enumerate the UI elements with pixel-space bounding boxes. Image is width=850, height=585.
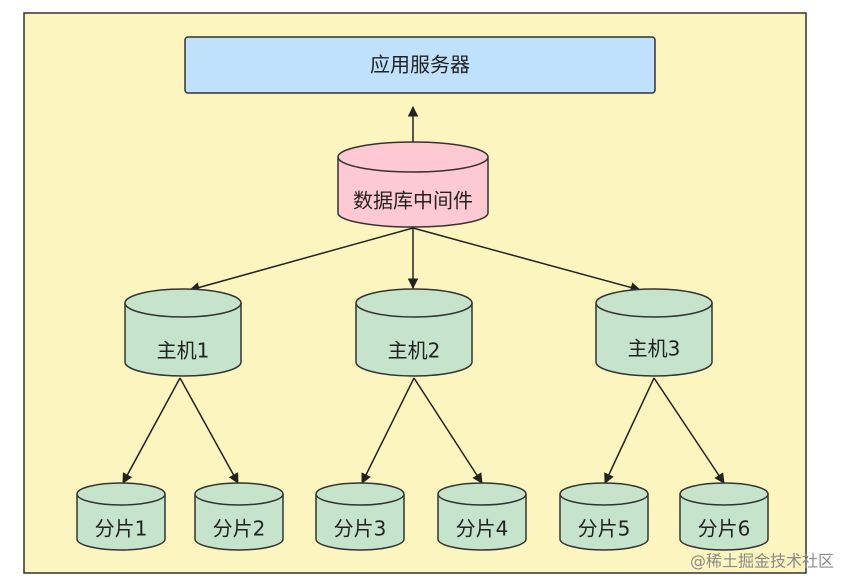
shard-label: 分片5 (578, 517, 631, 541)
connector-host3-shard6 (653, 377, 725, 484)
host-node-3: 主机3 (595, 288, 713, 377)
watermark-text: @稀土掘金技术社区 (690, 552, 834, 571)
shard-node-4: 分片4 (437, 482, 527, 551)
shard-node-5: 分片5 (559, 482, 649, 551)
host-node-1: 主机1 (124, 288, 242, 377)
connector-middleware-host3 (412, 227, 642, 293)
host-label: 主机1 (157, 339, 210, 363)
host-label: 主机2 (388, 339, 441, 363)
connector-middleware-host1 (188, 227, 414, 293)
connector-host2-shard3 (361, 377, 415, 484)
shard-label: 分片6 (698, 517, 751, 541)
shard-label: 分片4 (456, 517, 509, 541)
connector-host2-shard4 (413, 377, 483, 484)
middleware-label: 数据库中间件 (353, 189, 473, 213)
host-label: 主机3 (628, 337, 681, 361)
connector-host1-shard1 (122, 377, 181, 484)
middleware-node: 数据库中间件 (337, 141, 489, 228)
shard-node-6: 分片6 (679, 482, 769, 551)
shard-label: 分片2 (213, 517, 266, 541)
host-node-2: 主机2 (355, 288, 473, 377)
shard-label: 分片3 (334, 517, 387, 541)
shard-node-1: 分片1 (76, 482, 166, 551)
shard-node-2: 分片2 (194, 482, 284, 551)
connector-host1-shard2 (179, 377, 239, 484)
shard-label: 分片1 (95, 517, 148, 541)
app-server-label: 应用服务器 (370, 53, 470, 77)
connector-host3-shard5 (604, 377, 655, 484)
app-server-node: 应用服务器 (184, 36, 656, 94)
shard-node-3: 分片3 (315, 482, 405, 551)
